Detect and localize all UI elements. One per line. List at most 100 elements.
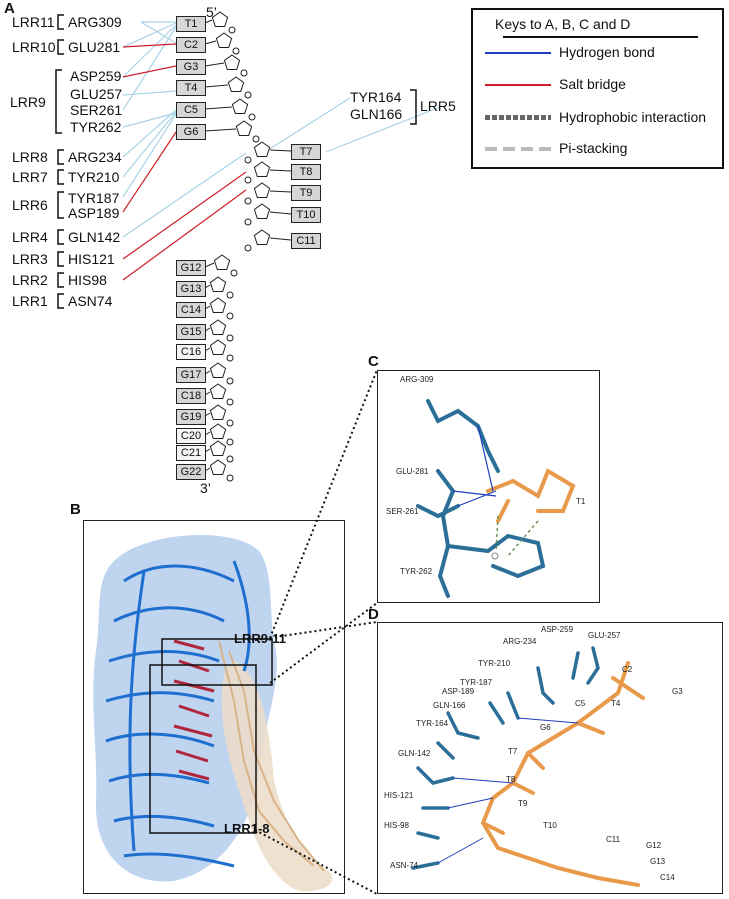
base-connector	[204, 106, 233, 110]
nucleotide-box: T7	[291, 144, 321, 160]
legend-salt-swatch	[485, 84, 551, 86]
residue-label: ARG234	[68, 149, 122, 165]
sugar-pentagon	[253, 141, 271, 157]
box-label-lrr1-8: LRR1-8	[224, 821, 270, 836]
panel-d-structure	[411, 646, 645, 887]
base-connector	[204, 84, 229, 88]
legend: Keys to A, B, C and D Hydrogen bond Salt…	[471, 8, 724, 169]
sugar-pentagon	[209, 404, 227, 420]
residue-label: TYR262	[70, 119, 122, 135]
panel-b-frame: LRR9-11 LRR1-8	[83, 520, 345, 894]
lrr-label: LRR9	[10, 94, 46, 110]
link-glu281	[122, 22, 177, 48]
residue-label: GLN142	[68, 229, 121, 245]
legend-hydrophobic-label: Hydrophobic interaction	[559, 109, 707, 125]
legend-title: Keys to A, B, C and D	[495, 16, 631, 32]
link-lrr5	[325, 106, 441, 153]
residue-label: ARG309	[68, 14, 122, 30]
nucleotide-box: G12	[176, 260, 206, 276]
panel-a-letter: A	[4, 0, 15, 17]
link-gln142	[122, 152, 247, 238]
phosphate-circle	[244, 218, 252, 226]
box-lrr1-8	[149, 664, 257, 834]
sugar-pentagon	[223, 54, 241, 70]
link-glu257	[122, 90, 177, 96]
lrr-label: LRR10	[12, 39, 56, 55]
label-g13: G13	[650, 857, 666, 866]
base-connector	[204, 262, 215, 268]
base-connector	[269, 237, 292, 241]
link-arg309-2	[140, 21, 177, 44]
nucleotide-box: C21	[176, 445, 206, 461]
base-connector	[269, 149, 292, 152]
panel-d-letter: D	[368, 606, 379, 623]
label-t4: T4	[611, 699, 621, 708]
phosphate-circle	[226, 291, 234, 299]
residue-label: ASP189	[68, 205, 120, 221]
phosphate-circle	[226, 474, 234, 482]
residue-label: TYR187	[68, 190, 120, 206]
link-tyr210	[122, 111, 177, 178]
phosphate-circle	[226, 398, 234, 406]
label-g6: G6	[540, 723, 551, 732]
lrr-label: LRR7	[12, 169, 48, 185]
phosphate-circle	[252, 135, 260, 143]
sugar-pentagon	[209, 362, 227, 378]
residue-label: TYR210	[68, 169, 120, 185]
phosphate-circle	[244, 176, 252, 184]
phosphate-circle	[226, 354, 234, 362]
base-connector	[269, 211, 292, 215]
sugar-pentagon	[253, 203, 271, 219]
sugar-pentagon	[209, 276, 227, 292]
nucleotide-box: T10	[291, 207, 321, 223]
three-prime-label: 3’	[200, 480, 211, 496]
box-lrr9-11	[161, 638, 273, 686]
base-connector	[204, 62, 225, 67]
sugar-pentagon	[211, 11, 229, 27]
salt-bridge-links	[122, 43, 247, 281]
phosphate-circle	[244, 91, 252, 99]
lrr-brackets	[55, 14, 417, 309]
sugar-pentagon	[209, 440, 227, 456]
base-connector	[204, 40, 217, 45]
protein-structure	[93, 534, 333, 892]
base-connector	[204, 128, 237, 132]
residue-label: GLU257	[70, 86, 123, 102]
nucleotide-box: G13	[176, 281, 206, 297]
residue-label: GLU281	[68, 39, 121, 55]
salt-asp259	[122, 65, 177, 78]
label-asn74: ASN-74	[390, 861, 419, 870]
residue-label: TYR164	[350, 89, 402, 105]
panel-d-frame: ASP-259 GLU-257 ARG-234 TYR-210 TYR-187 …	[377, 622, 723, 894]
label-ser261: SER-261	[386, 507, 419, 516]
label-glu281: GLU-281	[396, 467, 429, 476]
sugar-pentagon	[235, 120, 253, 136]
base-connector	[204, 19, 213, 24]
label-gln166: GLN-166	[433, 701, 466, 710]
nucleotide-box: T9	[291, 185, 321, 201]
salt-his121	[122, 171, 247, 260]
phosphate-circle	[226, 334, 234, 342]
base-connector	[269, 190, 292, 193]
label-c11: C11	[606, 835, 621, 844]
protein-ribbons	[105, 560, 251, 868]
label-g3: G3	[672, 687, 683, 696]
label-his121: HIS-121	[384, 791, 414, 800]
phosphate-circle	[226, 419, 234, 427]
legend-hbond-label: Hydrogen bond	[559, 44, 655, 60]
legend-pistacking-label: Pi-stacking	[559, 140, 628, 156]
nucleotide-box: C18	[176, 388, 206, 404]
sugar-pentagon	[215, 32, 233, 48]
label-glu257: GLU-257	[588, 631, 621, 640]
label-arg309: ARG-309	[400, 375, 434, 384]
nucleotide-box: T8	[291, 164, 321, 180]
nucleotide-box: G17	[176, 367, 206, 383]
sugar-pentagon	[209, 319, 227, 335]
legend-salt-label: Salt bridge	[559, 76, 626, 92]
legend-hbond-swatch	[485, 52, 551, 54]
lrr-label: LRR2	[12, 272, 48, 288]
label-t10: T10	[543, 821, 557, 830]
panel-b-letter: B	[70, 501, 81, 518]
dna-backbone	[204, 11, 292, 482]
label-tyr210: TYR-210	[478, 659, 511, 668]
